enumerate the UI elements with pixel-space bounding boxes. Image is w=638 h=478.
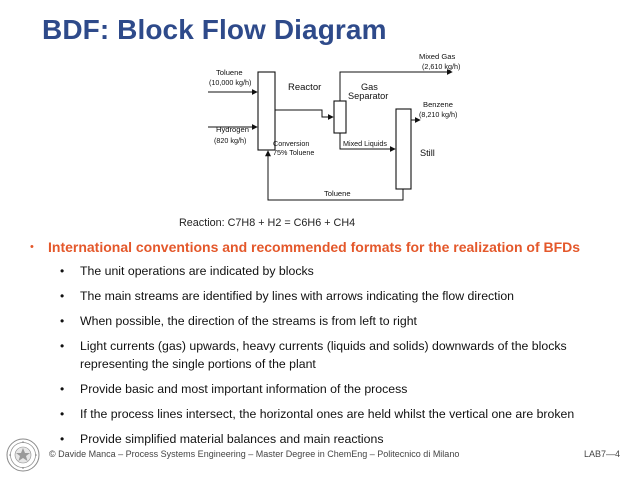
bullet-dot-icon: • [60, 314, 65, 328]
mixed-gas-rate-label: (2,610 kg/h) [422, 62, 460, 71]
bullet-dot-icon: • [60, 407, 65, 421]
sub-bullet-item: • Provide basic and most important infor… [60, 380, 620, 398]
slide-title: BDF: Block Flow Diagram [42, 14, 387, 45]
sub-bullet-text: The main streams are identified by lines… [80, 289, 515, 303]
gas-separator-label-2: Separator [348, 91, 388, 101]
sub-bullet-text: When possible, the direction of the stre… [80, 314, 417, 328]
benzene-rate-label: (8,210 kg/h) [419, 110, 457, 119]
sub-bullet-text: If the process lines intersect, the hori… [80, 407, 575, 421]
conversion-value-label: 75% Toluene [273, 148, 314, 157]
toluene-feed-label: Toluene [216, 68, 243, 77]
sub-bullet-item: • Provide simplified material balances a… [60, 430, 620, 448]
university-seal-icon [6, 438, 40, 472]
hydrogen-feed-rate-label: (820 kg/h) [214, 136, 246, 145]
sub-bullet-text: Provide basic and most important informa… [80, 382, 408, 396]
sub-bullet-item: • The main streams are identified by lin… [60, 287, 620, 305]
toluene-recycle-label: Toluene [324, 189, 351, 198]
page-number: LAB7—4 [583, 449, 620, 459]
main-bullet-text: International conventions and recommende… [48, 239, 581, 255]
bullet-dot-icon: • [60, 432, 65, 446]
mixed-liquids-stream [339, 133, 396, 152]
bullet-dot-icon: • [60, 339, 65, 353]
toluene-feed-rate-label: (10,000 kg/h) [209, 78, 251, 87]
conversion-label: Conversion [273, 139, 309, 148]
sub-bullet-item: • When possible, the direction of the st… [60, 312, 620, 330]
sub-bullet-text: Light currents (gas) upwards, heavy curr… [80, 339, 567, 371]
bullet-dot-icon: • [60, 264, 65, 278]
still-label: Still [420, 148, 435, 158]
sub-bullet-item: • If the process lines intersect, the ho… [60, 405, 620, 423]
bullet-dot-icon: • [30, 241, 34, 253]
footer-credit: © Davide Manca – Process Systems Enginee… [49, 449, 460, 459]
bullet-dot-icon: • [60, 289, 65, 303]
benzene-label: Benzene [423, 100, 453, 109]
sub-bullet-list: • The unit operations are indicated by b… [60, 262, 620, 455]
sub-bullet-text: Provide simplified material balances and… [80, 432, 384, 446]
block-flow-diagram: Toluene (10,000 kg/h) Hydrogen (820 kg/h… [208, 52, 460, 201]
gas-separator-block [333, 100, 347, 134]
reactor-block [257, 71, 276, 151]
toluene-recycle-stream [265, 150, 404, 201]
reactor-label: Reactor [288, 82, 321, 93]
reactor-outlet-stream [275, 109, 334, 120]
still-block [395, 108, 412, 190]
sub-bullet-text: The unit operations are indicated by blo… [80, 264, 314, 278]
gas-separator-label-1: Gas [361, 82, 378, 92]
mixed-gas-stream [339, 69, 453, 101]
reaction-equation: Reaction: C7H8 + H2 = C6H6 + CH4 [179, 217, 356, 229]
hydrogen-feed-label: Hydrogen [216, 125, 249, 134]
sub-bullet-item: • Light currents (gas) upwards, heavy cu… [60, 337, 620, 373]
mixed-liquids-label: Mixed Liquids [343, 139, 387, 148]
mixed-gas-label: Mixed Gas [419, 52, 455, 61]
sub-bullet-item: • The unit operations are indicated by b… [60, 262, 620, 280]
bullet-dot-icon: • [60, 382, 65, 396]
